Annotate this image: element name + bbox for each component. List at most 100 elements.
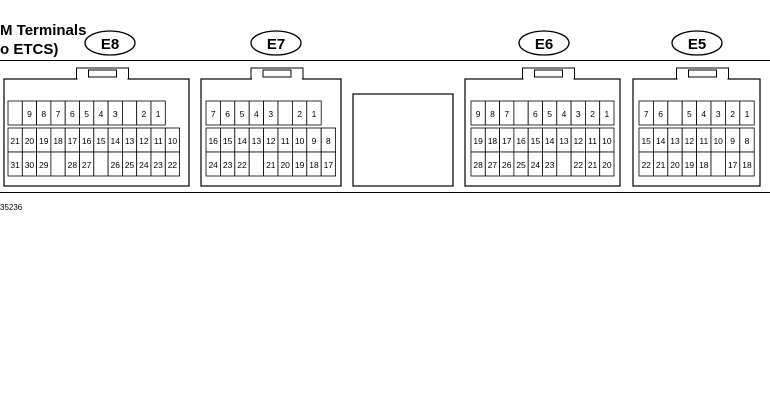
pin-label-e7: 22 [237, 160, 247, 170]
pin-cell-e8 [93, 151, 109, 177]
pin-label-e6: 14 [545, 136, 555, 146]
pin-label-e7: 7 [211, 109, 216, 119]
pin-cell-e7 [306, 100, 322, 126]
pin-cell-e8 [50, 151, 66, 177]
pin-label-e8: 17 [68, 136, 78, 146]
pin-label-e6: 24 [531, 160, 541, 170]
title-line-2: o ETCS) [0, 41, 59, 58]
pin-label-e6: 6 [533, 109, 538, 119]
pin-label-e6: 21 [588, 160, 598, 170]
pin-label-e6: 26 [502, 160, 512, 170]
pin-label-e8: 24 [139, 160, 149, 170]
pin-label-e6: 19 [473, 136, 483, 146]
pin-label-e8: 23 [153, 160, 163, 170]
pin-label-e7: 6 [225, 109, 230, 119]
pin-cell-e5 [710, 151, 726, 177]
pin-label-e6: 18 [488, 136, 498, 146]
pin-cell-e7 [277, 100, 293, 126]
pin-label-e7: 3 [268, 109, 273, 119]
connector-latch-e6 [534, 69, 563, 78]
pin-label-e5: 21 [656, 160, 666, 170]
pin-label-e7: 12 [266, 136, 276, 146]
pin-label-e5: 8 [745, 136, 750, 146]
pin-label-e5: 5 [687, 109, 692, 119]
reference-code: 35236 [0, 203, 23, 212]
pin-cell-e7 [248, 151, 264, 177]
connector-latch-e5 [688, 69, 717, 78]
pin-label-e6: 8 [490, 109, 495, 119]
pin-label-e6: 3 [576, 109, 581, 119]
connector-label-oval-e8 [84, 30, 136, 56]
pin-label-e8: 4 [99, 109, 104, 119]
pin-label-e6: 2 [590, 109, 595, 119]
pin-cell-e5 [667, 100, 683, 126]
bottom-divider [0, 192, 770, 193]
pin-label-e6: 28 [473, 160, 483, 170]
pin-label-e5: 12 [685, 136, 695, 146]
pin-label-e6: 5 [547, 109, 552, 119]
connector-label-e5: E5 [688, 36, 706, 53]
pin-label-e8: 8 [41, 109, 46, 119]
pin-label-e8: 18 [53, 136, 63, 146]
connector-label-oval-e7 [250, 30, 302, 56]
pin-label-e8: 30 [25, 160, 35, 170]
pin-label-e8: 5 [84, 109, 89, 119]
pin-label-e8: 1 [156, 109, 161, 119]
pin-label-e8: 15 [96, 136, 106, 146]
pin-label-e5: 11 [699, 136, 708, 146]
pin-label-e6: 9 [476, 109, 481, 119]
blank-connector-slot [352, 93, 454, 187]
pin-label-e8: 6 [70, 109, 75, 119]
pin-label-e7: 11 [281, 136, 290, 146]
pin-label-e6: 25 [516, 160, 526, 170]
pin-label-e7: 4 [254, 109, 259, 119]
pin-label-e7: 5 [240, 109, 245, 119]
pin-label-e8: 21 [10, 136, 20, 146]
pin-cell-e8 [122, 100, 138, 126]
pin-label-e7: 9 [312, 136, 317, 146]
pin-label-e8: 28 [68, 160, 78, 170]
pin-label-e7: 14 [237, 136, 247, 146]
pin-label-e8: 14 [111, 136, 121, 146]
pin-label-e8: 16 [82, 136, 92, 146]
pin-cell-e6 [599, 151, 615, 177]
pin-label-e8: 10 [168, 136, 178, 146]
pin-label-e8: 3 [113, 109, 118, 119]
pin-cell-e6 [513, 100, 529, 126]
pin-label-e8: 29 [39, 160, 49, 170]
title-line-1: M Terminals [0, 22, 87, 39]
pin-label-e5: 2 [730, 109, 735, 119]
pin-label-e5: 14 [656, 136, 666, 146]
top-divider [0, 60, 770, 61]
pin-label-e8: 25 [125, 160, 135, 170]
pin-label-e6: 4 [562, 109, 567, 119]
pin-label-e7: 16 [208, 136, 218, 146]
pin-label-e6: 23 [545, 160, 555, 170]
pin-cell-e6 [556, 151, 572, 177]
pin-label-e8: 11 [154, 136, 163, 146]
pin-label-e6: 7 [504, 109, 509, 119]
pin-cell-e8 [7, 100, 23, 126]
pin-label-e5: 3 [716, 109, 721, 119]
pin-label-e6: 1 [604, 109, 609, 119]
pin-label-e6: 17 [502, 136, 512, 146]
connector-latch-e8 [88, 69, 117, 78]
pin-label-e8: 7 [56, 109, 61, 119]
pin-label-e7: 15 [223, 136, 233, 146]
pin-label-e6: 20 [602, 160, 612, 170]
pin-label-e8: 26 [111, 160, 121, 170]
pin-label-e6: 15 [531, 136, 541, 146]
pin-label-e6: 11 [588, 136, 597, 146]
pin-label-e7: 17 [324, 160, 334, 170]
pin-label-e7: 10 [295, 136, 305, 146]
connector-label-e8: E8 [101, 36, 119, 53]
pin-cell-e6 [599, 100, 615, 126]
connector-label-oval-e5 [671, 30, 723, 56]
connector-label-oval-e6 [518, 30, 570, 56]
pin-label-e8: 27 [82, 160, 92, 170]
pin-label-e8: 22 [168, 160, 178, 170]
connector-latch-e7 [262, 69, 292, 78]
pin-label-e7: 20 [280, 160, 290, 170]
pin-label-e7: 23 [223, 160, 233, 170]
